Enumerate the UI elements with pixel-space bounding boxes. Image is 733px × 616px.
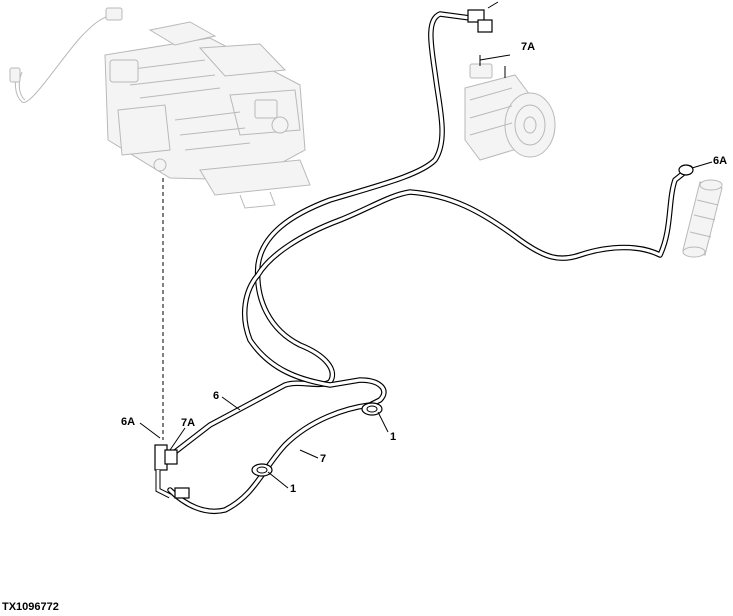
- compressor-fitting: [467, 1, 499, 33]
- left-fitting-block: [154, 444, 190, 499]
- callout-1-lower: 1: [290, 483, 296, 495]
- callout-7: 7: [320, 453, 326, 465]
- clamp-lower: [251, 463, 273, 477]
- callout-6: 6: [213, 390, 219, 402]
- figure-id: TX1096772: [2, 601, 59, 613]
- compressor-ghost: [464, 63, 556, 161]
- hvac-unit-ghost: [9, 7, 311, 209]
- hose-6: [172, 11, 473, 455]
- callout-6a-top: 6A: [713, 155, 727, 167]
- callout-1-upper: 1: [390, 431, 396, 443]
- drier-fitting: [678, 164, 694, 176]
- clamp-upper: [361, 402, 383, 416]
- callout-7a-top: 7A: [521, 41, 535, 53]
- leader-lines: [139, 54, 713, 489]
- callout-7a-bottom: 7A: [181, 417, 195, 429]
- hose-7: [167, 165, 693, 514]
- callout-6a-bottom: 6A: [121, 416, 135, 428]
- receiver-drier-ghost: [682, 179, 723, 258]
